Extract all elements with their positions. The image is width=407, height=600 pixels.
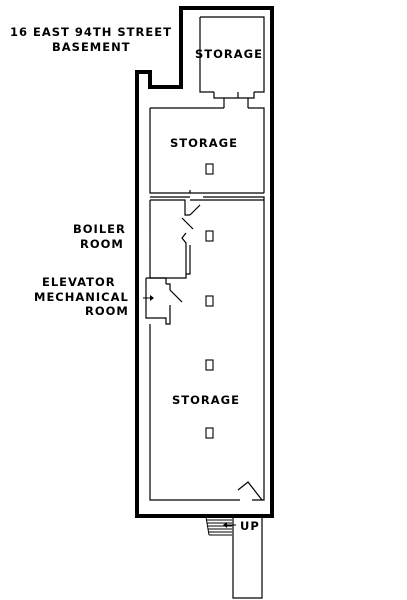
column <box>205 295 214 307</box>
elevator-room-label-line2: MECHANICAL <box>34 290 129 304</box>
column <box>205 163 214 175</box>
boiler-room-label-line2: ROOM <box>80 237 124 251</box>
outer-wall <box>135 6 274 518</box>
stair-arrow-head <box>223 522 227 528</box>
storage-upper-room-walls <box>149 107 265 194</box>
storage-top-room-walls <box>199 16 265 99</box>
boiler-door-swing <box>189 204 201 216</box>
connecting-passage <box>223 98 249 108</box>
storage-lower-room-walls <box>149 324 265 501</box>
boiler-room-label-line1: BOILER <box>73 222 126 236</box>
elevator-room-label-line1: ELEVATOR <box>42 275 116 289</box>
boiler-room-walls <box>149 199 190 279</box>
partition-wall-1 <box>150 196 265 490</box>
column <box>205 230 214 242</box>
elevator-door-leaf <box>169 289 183 303</box>
stair-treads <box>205 516 232 536</box>
storage-upper-label: STORAGE <box>170 136 238 150</box>
storage-lower-label: STORAGE <box>172 393 240 407</box>
boiler-door-leaf <box>181 217 194 230</box>
stair-up-label: UP <box>240 519 260 533</box>
exit-door-swing <box>237 481 263 501</box>
plan-title-line2: BASEMENT <box>52 40 131 54</box>
column <box>205 427 214 439</box>
plan-title-line1: 16 EAST 94TH STREET <box>10 25 172 39</box>
elevator-arrow-head <box>150 295 154 301</box>
storage-top-label: STORAGE <box>195 47 263 61</box>
elevator-room-label-line3: ROOM <box>85 304 129 318</box>
elevator-room-walls <box>145 277 171 325</box>
column <box>205 359 214 371</box>
columns <box>205 163 214 439</box>
corridor-wall <box>186 199 264 275</box>
exit-passage-walls <box>232 516 263 599</box>
